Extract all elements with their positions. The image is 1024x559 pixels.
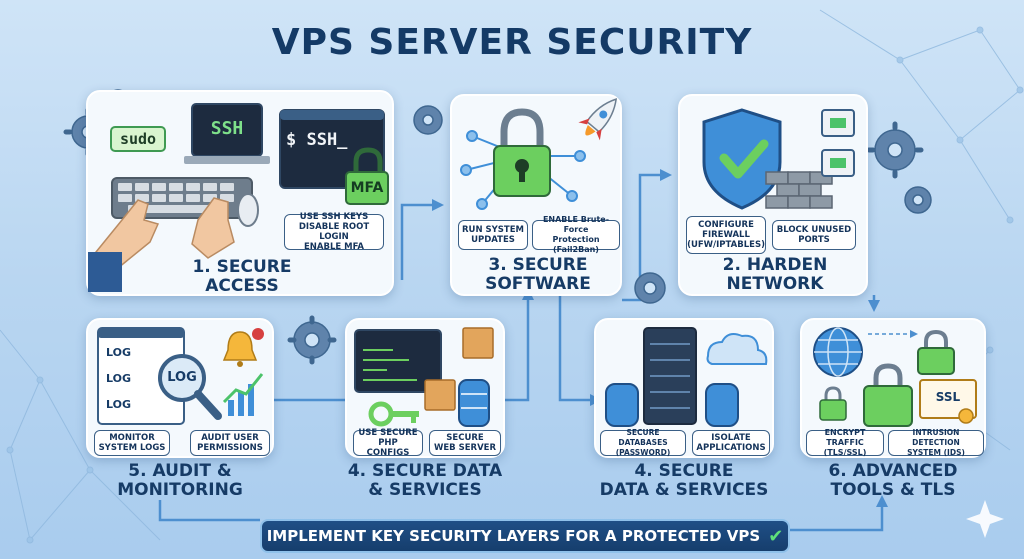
- audit-monitoring-label: 5. AUDIT & MONITORING: [117, 461, 243, 500]
- sudo-bubble: sudo: [110, 126, 166, 152]
- audit-permissions-tag: AUDIT USER PERMISSIONS: [190, 430, 270, 456]
- secure-access-illustration: [88, 103, 389, 292]
- log-line-1: LOG: [106, 346, 131, 359]
- isolate-apps-tag: ISOLATE APPLICATIONS: [692, 430, 770, 456]
- page-title: VPS SERVER SECURITY: [271, 22, 753, 63]
- ssh-terminal-text: $ SSH_: [286, 130, 348, 150]
- system-updates-tag: RUN SYSTEM UPDATES: [458, 220, 528, 250]
- summary-banner: IMPLEMENT KEY SECURITY LAYERS FOR A PROT…: [260, 519, 790, 553]
- ids-tag: INTRUSION DETECTION SYSTEM (IDS): [888, 428, 984, 457]
- ssl-cert-text: SSL: [935, 390, 961, 404]
- mfa-text: MFA: [350, 180, 384, 196]
- log-magnified: LOG: [167, 370, 197, 385]
- banner-text: IMPLEMENT KEY SECURITY LAYERS FOR A PROT…: [266, 527, 761, 545]
- checkmark-icon: ✔: [768, 525, 784, 547]
- step-secure-software: RUN SYSTEM UPDATES ENABLE Brute-Force Pr…: [450, 94, 622, 296]
- web-server-tag: SECURE WEB SERVER: [429, 430, 501, 456]
- log-line-2: LOG: [106, 372, 131, 385]
- ssh-laptop-text: SSH: [210, 118, 244, 139]
- step-audit-monitoring: LOG LOG LOG LOG MONITOR SYSTEM LOGS AUDI…: [86, 318, 274, 458]
- databases-illustration: [605, 327, 768, 427]
- step-secure-data-services-2: SECURE DATABASES (PASSWORD) ISOLATE APPL…: [594, 318, 774, 458]
- advanced-tools-illustration: [813, 327, 977, 427]
- harden-network-label: 2. HARDEN NETWORK: [722, 255, 828, 294]
- monitor-logs-tag: MONITOR SYSTEM LOGS: [94, 430, 170, 456]
- data-services-illustration: [354, 327, 494, 427]
- secure-access-label: 1. SECURE ACCESS: [192, 257, 292, 296]
- audit-illustration: [97, 327, 264, 425]
- ssh-keys-tag: USE SSH KEYS DISABLE ROOT LOGIN ENABLE M…: [284, 212, 384, 252]
- secure-software-label: 3. SECURE SOFTWARE: [485, 255, 591, 294]
- php-configs-tag: USE SECURE PHP CONFIGS: [353, 428, 423, 458]
- step-advanced-tools-tls: SSL ENCRYPT TRAFFIC (TLS/SSL) INTRUSION …: [800, 318, 986, 458]
- fail2ban-tag: ENABLE Brute-Force Protection (Fail2Ban): [532, 215, 620, 254]
- step-secure-data-services: USE SECURE PHP CONFIGS SECURE WEB SERVER: [345, 318, 505, 458]
- log-line-3: LOG: [106, 398, 131, 411]
- secure-databases-tag: SECURE DATABASES (PASSWORD): [600, 428, 686, 457]
- harden-network-illustration: [702, 108, 855, 210]
- step-harden-network: CONFIGURE FIREWALL (UFW/IPTABLES) BLOCK …: [678, 94, 868, 296]
- secure-data-services-label: 4. SECURE DATA & SERVICES: [347, 461, 503, 500]
- step-secure-access: sudo SSH $ SSH_ MFA USE SSH KEYS DISABLE…: [86, 90, 394, 296]
- advanced-tools-label: 6. ADVANCED TOOLS & TLS: [828, 461, 958, 500]
- encrypt-traffic-tag: ENCRYPT TRAFFIC (TLS/SSL): [806, 428, 884, 457]
- secure-software-illustration: [460, 98, 618, 210]
- firewall-tag: CONFIGURE FIREWALL (UFW/IPTABLES): [686, 216, 766, 254]
- secure-data-services-2-label: 4. SECURE DATA & SERVICES: [599, 461, 769, 500]
- block-ports-tag: BLOCK UNUSED PORTS: [772, 220, 856, 250]
